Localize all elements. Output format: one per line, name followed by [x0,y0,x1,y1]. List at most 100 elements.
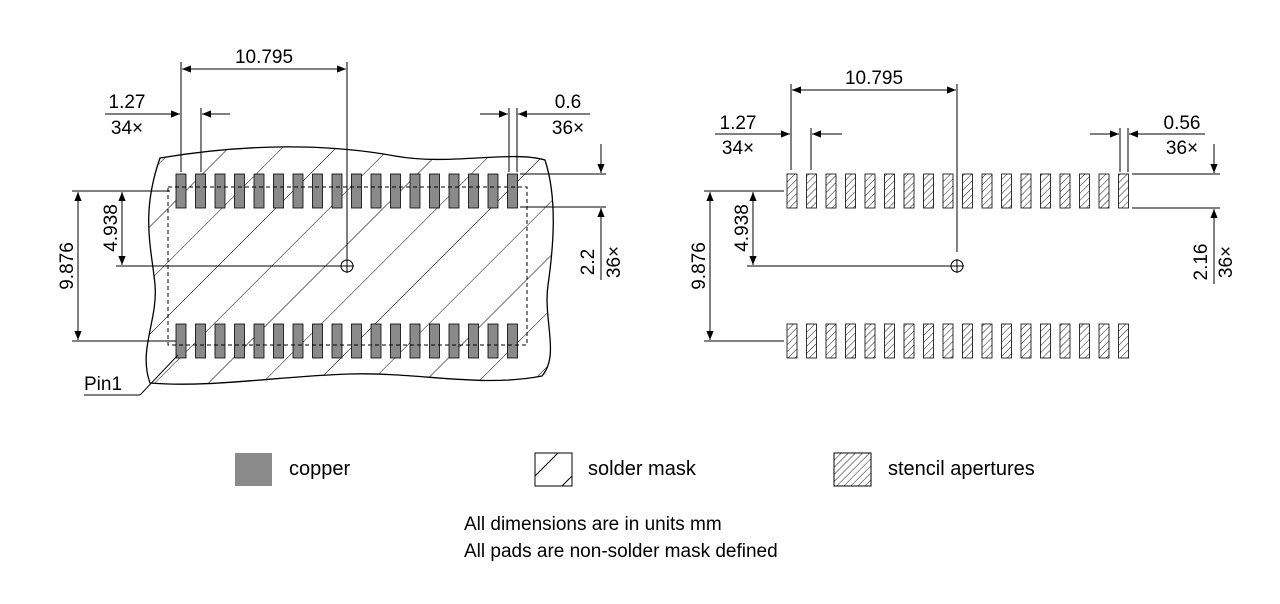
stencil-aperture [981,323,993,359]
left-dim-pitch-total: 10.795 [235,47,293,68]
stencil-aperture [942,323,954,359]
copper-pad [507,173,518,209]
copper-pad [507,323,518,359]
stencil-aperture [864,323,876,359]
stencil-aperture [1059,323,1071,359]
stencil-aperture [786,173,798,209]
copper-pad [234,173,245,209]
right-dim-row-center: 4.938 [732,204,753,252]
stencil-aperture [1079,323,1090,359]
stencil-aperture [864,173,876,209]
copper-pad [175,323,187,359]
note-units: All dimensions are in units mm [464,514,722,535]
copper-pad [175,173,187,209]
copper-pad [214,323,226,359]
copper-pad [331,173,343,209]
left-dim-row-spacing: 9.876 [57,242,78,290]
copper-pad [468,323,479,359]
stencil-aperture [903,173,915,209]
copper-pad [351,323,362,359]
right-dim-row-spacing: 9.876 [689,242,710,290]
left-dim-pad-width-count: 36× [552,118,584,139]
right-dim-pitch-count: 34× [722,138,754,159]
stencil-aperture [942,173,954,209]
bottom-aperture-row [786,323,1129,359]
copper-pad [253,323,265,359]
legend: copper solder mask stencil apertures [235,452,1035,487]
copper-pad [195,173,206,209]
copper-pad [214,173,226,209]
right-dim-aperture-height: 2.16 [1191,244,1212,281]
legend-stencil-swatch [833,452,872,487]
left-dim-pitch-count: 34× [111,118,143,139]
left-dim-pad-width: 0.6 [555,92,581,113]
stencil-aperture [981,173,993,209]
copper-pad [487,323,499,359]
stencil-aperture [1040,173,1051,209]
copper-pad [429,323,440,359]
legend-copper-label: copper [289,458,350,480]
stencil-aperture [786,323,798,359]
left-dim-pad-height-count: 36× [604,246,625,278]
right-dim-aperture-height-count: 36× [1216,246,1237,278]
stencil-aperture [825,323,837,359]
bottom-pad-row [175,323,518,359]
stencil-aperture [806,323,817,359]
copper-pad [448,173,460,209]
right-dim-pitch: 1.27 [720,113,757,134]
note-mask: All pads are non-solder mask defined [464,541,778,562]
copper-pad [390,173,401,209]
top-aperture-row [786,173,1129,209]
copper-pad [234,323,245,359]
copper-pad [351,173,362,209]
stencil-aperture [962,323,973,359]
stencil-aperture [1040,323,1051,359]
stencil-aperture [845,323,856,359]
copper-pad [292,173,304,209]
copper-pad [468,173,479,209]
stencil-aperture [884,173,895,209]
stencil-aperture [825,173,837,209]
stencil-aperture [1118,323,1129,359]
copper-pad [312,173,323,209]
stencil-aperture [903,323,915,359]
right-dim-pitch-total: 10.795 [845,68,903,89]
legend-solder-mask-label: solder mask [588,458,697,480]
copper-pad [429,173,440,209]
stencil-aperture [884,323,895,359]
stencil-aperture [1001,173,1012,209]
stencil-aperture [1059,173,1071,209]
copper-pad [370,323,382,359]
right-stencil-view: 10.795 1.27 34× 0.56 36× 2.16 36× 4.938 … [689,68,1237,359]
copper-pad [273,173,284,209]
copper-pad [273,323,284,359]
pin1-label: Pin1 [84,374,122,395]
copper-pad [292,323,304,359]
stencil-aperture [1001,323,1012,359]
copper-pad [487,173,499,209]
right-dim-aperture-width-count: 36× [1166,138,1198,159]
stencil-aperture [923,323,934,359]
left-dim-row-center: 4.938 [101,204,122,252]
copper-pad [370,173,382,209]
copper-pad [195,323,206,359]
left-dim-pitch: 1.27 [109,92,146,113]
copper-pad [253,173,265,209]
legend-copper-swatch [235,453,272,486]
left-dim-pad-height: 2.2 [578,249,599,275]
copper-pad [409,173,421,209]
stencil-aperture [1118,173,1129,209]
copper-pad [390,323,401,359]
stencil-aperture [1020,173,1032,209]
stencil-aperture [1098,323,1110,359]
stencil-aperture [845,173,856,209]
copper-pad [312,323,323,359]
copper-pad [448,323,460,359]
legend-stencil-label: stencil apertures [888,458,1035,480]
stencil-aperture [962,173,973,209]
stencil-aperture [1098,173,1110,209]
left-land-pattern-view: 10.795 1.27 34× 0.6 36× 2.2 36× 4.938 9.… [57,47,625,396]
stencil-aperture [1020,323,1032,359]
right-dim-aperture-width: 0.56 [1164,113,1201,134]
